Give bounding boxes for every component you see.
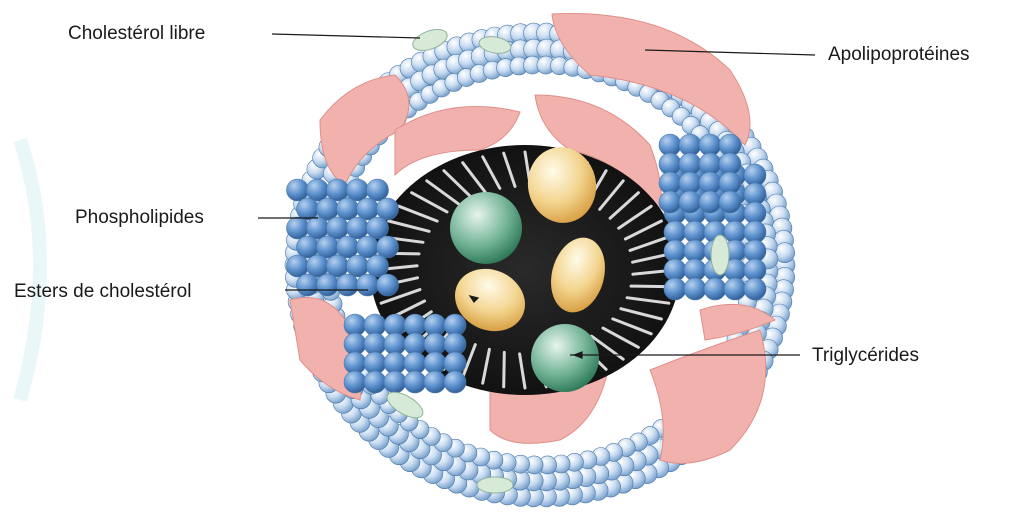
phospholipid-head-dark xyxy=(327,255,349,277)
phospholipid-head-dark xyxy=(444,371,466,393)
phospholipid-head-dark xyxy=(297,198,319,220)
phospholipid-head-dark xyxy=(744,183,766,205)
phospholipid-head-dark xyxy=(357,198,379,220)
phospholipid-head-dark xyxy=(377,236,399,258)
phospholipid-head-dark xyxy=(679,172,701,194)
phospholipid-head-dark xyxy=(287,179,309,201)
phospholipid-head-dark xyxy=(287,217,309,239)
phospholipid-head-dark xyxy=(317,198,339,220)
phospholipid-head-dark xyxy=(679,134,701,156)
phospholipid-head-dark xyxy=(664,278,686,300)
phospholipid-head-dark xyxy=(684,221,706,243)
phospholipid-head-dark xyxy=(307,179,329,201)
phospholipid-head-dark xyxy=(719,134,741,156)
cholesterol-ester-molecule xyxy=(450,192,522,264)
phospholipid-head-dark xyxy=(347,255,369,277)
phospholipid-head-dark xyxy=(744,164,766,186)
phospholipid-head-dark xyxy=(699,134,721,156)
triglyceride-green-molecule xyxy=(531,324,599,392)
phospholipid-head-dark xyxy=(347,217,369,239)
phospholipid-head-dark xyxy=(719,172,741,194)
phospholipid-head-dark xyxy=(337,198,359,220)
phospholipid-head-dark xyxy=(659,191,681,213)
phospholipid-head-dark xyxy=(404,371,426,393)
phospholipid-head-dark xyxy=(307,217,329,239)
phospholipid-head-dark xyxy=(357,274,379,296)
phospholipid-head-dark xyxy=(287,255,309,277)
phospholipid-head-dark xyxy=(719,191,741,213)
phospholipid-head-dark xyxy=(297,236,319,258)
label-triglycerides: Triglycérides xyxy=(812,346,919,365)
phospholipid-head-dark xyxy=(744,221,766,243)
phospholipid-head-dark xyxy=(377,198,399,220)
phospholipid-head-dark xyxy=(337,236,359,258)
phospholipid-head-dark xyxy=(704,278,726,300)
phospholipid-head-dark xyxy=(719,153,741,175)
phospholipid-head-dark xyxy=(317,236,339,258)
phospholipid-head-dark xyxy=(744,278,766,300)
phospholipid-head-dark xyxy=(327,179,349,201)
phospholipid-head-dark xyxy=(659,172,681,194)
phospholipid-head-dark xyxy=(317,274,339,296)
phospholipid-head-dark xyxy=(327,217,349,239)
phospholipid-head-dark xyxy=(659,134,681,156)
phospholipid-head-dark xyxy=(357,236,379,258)
phospholipid-head-dark xyxy=(699,172,721,194)
phospholipid-head-dark xyxy=(684,278,706,300)
phospholipid-head-dark xyxy=(297,274,319,296)
phospholipid-head-dark xyxy=(367,217,389,239)
phospholipid-head-dark xyxy=(337,274,359,296)
phospholipid-head-dark xyxy=(699,191,721,213)
phospholipid-head-dark xyxy=(384,371,406,393)
phospholipid-head-dark xyxy=(699,153,721,175)
phospholipid-head-dark xyxy=(347,179,369,201)
phospholipid-tail xyxy=(504,352,505,386)
phospholipid-head-dark xyxy=(724,278,746,300)
label-cholesterol-esters: Esters de cholestérol xyxy=(14,282,191,301)
phospholipid-head-dark xyxy=(344,371,366,393)
phospholipid-head-dark xyxy=(744,202,766,224)
phospholipid-head-dark xyxy=(659,153,681,175)
phospholipid-head-dark xyxy=(364,371,386,393)
phospholipid-head-dark xyxy=(424,371,446,393)
phospholipid-head-dark xyxy=(367,255,389,277)
phospholipid-head-dark xyxy=(377,274,399,296)
label-apolipoproteins: Apolipoprotéines xyxy=(828,45,970,64)
phospholipid-head-dark xyxy=(724,221,746,243)
phospholipid-head-dark xyxy=(367,179,389,201)
label-phospholipids: Phospholipides xyxy=(75,208,204,227)
phospholipid-head-dark xyxy=(307,255,329,277)
phospholipid-head-dark xyxy=(679,153,701,175)
label-free-cholesterol: Cholestérol libre xyxy=(68,24,205,43)
phospholipid-head-dark xyxy=(664,221,686,243)
phospholipid-head-dark xyxy=(679,191,701,213)
